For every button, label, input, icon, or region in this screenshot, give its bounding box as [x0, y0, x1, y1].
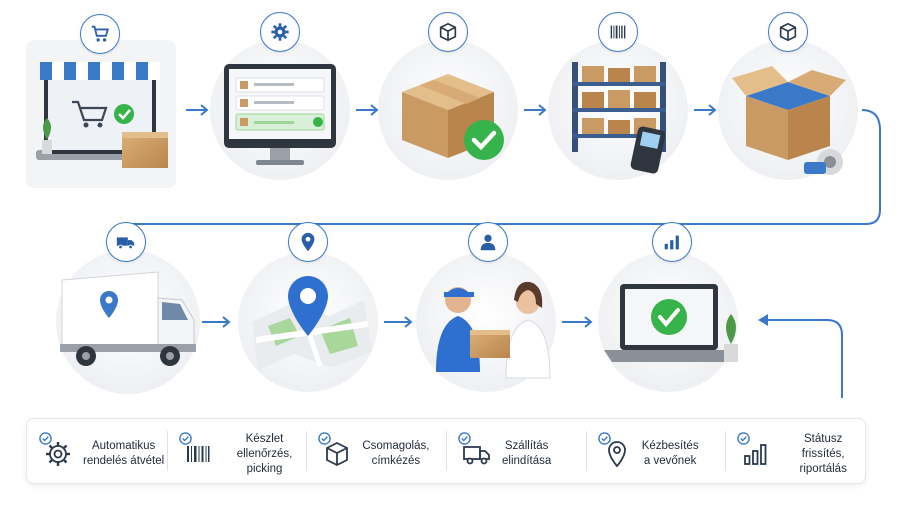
gear-icon [46, 442, 70, 466]
legend-item-status-report: Státusz frissítés,riportálás [725, 419, 865, 483]
connector-line-top-to-bottom [128, 109, 881, 225]
legend-label: Csomagolás,címkézés [362, 440, 430, 467]
truck-icon [463, 446, 490, 465]
step-handover [416, 252, 556, 392]
check-circle-icon [737, 432, 751, 445]
step-warehouse [548, 40, 688, 180]
box-icon [326, 441, 349, 467]
cart-icon [80, 14, 120, 54]
location-pin-icon [607, 441, 626, 468]
step-order-system [210, 40, 350, 180]
location-pin-icon [288, 222, 328, 262]
arrows-top [186, 104, 717, 116]
check-circle-icon [318, 432, 332, 445]
gear-icon [260, 12, 300, 52]
truck-icon [106, 222, 146, 262]
arrows-bottom [202, 316, 593, 328]
legend-label: Státusz frissítés,riportálás [799, 432, 847, 475]
connector-arrowhead [758, 314, 768, 326]
barcode-icon [186, 446, 210, 462]
step-packing [718, 40, 858, 180]
check-circle-icon [458, 432, 471, 445]
legend-item-packing: Csomagolás,címkézés [306, 419, 446, 483]
check-circle-icon [178, 432, 192, 445]
step-map [238, 252, 378, 392]
barcode-icon [598, 12, 638, 52]
step-order-confirmed [378, 40, 518, 180]
box-icon [428, 12, 468, 52]
step-online-store [26, 40, 176, 188]
check-circle-icon [39, 432, 52, 445]
step-truck [56, 250, 200, 394]
legend-label: Készlet ellenőrzés,picking [236, 432, 293, 475]
user-icon [468, 222, 508, 262]
step-status-done [598, 252, 738, 392]
bar-chart-icon [744, 444, 767, 465]
box-icon [768, 12, 808, 52]
connector-line-bottom-return [760, 319, 843, 398]
check-circle-icon [597, 432, 611, 445]
legend-item-stock-check: Készlet ellenőrzés,picking [166, 419, 307, 483]
bar-chart-icon [652, 222, 692, 262]
